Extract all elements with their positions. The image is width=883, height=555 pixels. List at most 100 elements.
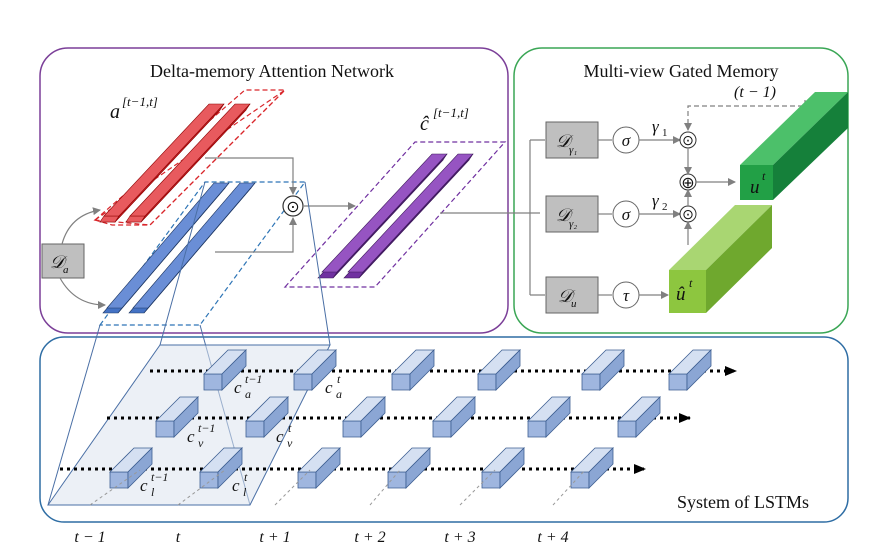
timestep-label-2: t + 1: [259, 529, 290, 546]
svg-text:γ: γ: [652, 191, 660, 210]
cell-label-a-curr: c t a: [325, 372, 342, 401]
timestep-labels: t − 1 t t + 1 t + 2 t + 3 t + 4: [74, 529, 568, 546]
svg-text:t−1: t−1: [198, 421, 215, 435]
timestep-guide-2: [274, 469, 311, 506]
svg-text:𝒟: 𝒟: [556, 131, 574, 151]
svg-text:𝒟: 𝒟: [50, 252, 68, 272]
svg-text:t: t: [288, 421, 292, 435]
feedback-label: (t − 1): [734, 84, 776, 101]
time-flow-arrows: [60, 366, 737, 474]
svg-text:t: t: [244, 470, 248, 484]
lstm-cell-visual-1: [245, 396, 289, 438]
gate1-product-symbol: ⊙: [682, 134, 694, 149]
svg-text:a: a: [110, 101, 120, 123]
svg-text:𝒟: 𝒟: [558, 286, 576, 306]
lstm-cell-language-2: [297, 447, 341, 489]
gated-panel-title: Multi-view Gated Memory: [584, 61, 779, 81]
svg-text:t: t: [762, 169, 766, 183]
sum-symbol: ⊕: [681, 175, 694, 192]
lstm-cell-acoustic-5: [668, 349, 712, 391]
gate2-product-symbol: ⊙: [682, 208, 694, 223]
lstm-cell-acoustic-0: [203, 349, 247, 391]
timestep-label-0: t − 1: [74, 529, 105, 546]
cell-label-a-prev: c t−1 a: [234, 372, 262, 401]
da-to-red-arrow: [61, 207, 101, 245]
timestep-label-3: t + 2: [354, 529, 385, 546]
lstm-cell-visual-2: [342, 396, 386, 438]
blue-to-product-line: [215, 217, 297, 253]
timestep-guide-0: [89, 469, 141, 506]
attention-panel: [39, 47, 509, 334]
timestep-label-1: t: [176, 529, 181, 546]
d-gamma1-label: 𝒟 γ₁: [556, 131, 577, 156]
cell-label-v-prev: c t−1 v: [187, 421, 215, 450]
svg-text:𝒟: 𝒟: [556, 205, 574, 225]
svg-text:c: c: [325, 378, 333, 397]
timestep-guide-5: [552, 469, 586, 506]
lstm-cell-language-0: [109, 447, 153, 489]
svg-text:γ: γ: [652, 117, 660, 136]
timestep-guide-3: [369, 469, 401, 506]
lstm-cell-acoustic-3: [477, 349, 521, 391]
svg-text:t: t: [337, 372, 341, 386]
d-u-label: 𝒟 u: [558, 286, 577, 310]
gamma1-label: γ 1: [652, 117, 668, 139]
cell-label-v-curr: c t v: [276, 421, 293, 450]
lstm-cell-visual-3: [432, 396, 476, 438]
lstm-cell-language-5: [570, 447, 614, 489]
d-gamma1-box: [545, 121, 599, 159]
timestep-guide-1: [177, 469, 226, 506]
timestep-guides: [89, 469, 586, 506]
lstm-cell-visual-4: [527, 396, 571, 438]
attention-panel-title: Delta-memory Attention Network: [150, 61, 394, 81]
red-tensor-label: a [t−1,t]: [110, 94, 158, 123]
gated-memory-panel: [513, 47, 849, 334]
svg-text:γ₁: γ₁: [569, 144, 577, 156]
svg-text:l: l: [243, 485, 247, 499]
sigma1-label: σ: [622, 131, 631, 150]
sigma2-label: σ: [622, 205, 631, 224]
lstm-cell-visual-0: [155, 396, 199, 438]
attention-product-symbol: ⊙: [286, 199, 299, 216]
svg-text:û: û: [676, 284, 686, 305]
da-to-blue-arrow: [59, 277, 106, 309]
svg-text:t−1: t−1: [245, 372, 262, 386]
timestep-label-4: t + 3: [444, 529, 475, 546]
u-label: u t: [750, 169, 766, 198]
svg-text:u: u: [750, 177, 760, 198]
u-memory-block: [740, 92, 848, 200]
d-gamma2-box: [545, 195, 599, 233]
red-attention-tensor: [93, 89, 287, 226]
svg-text:a: a: [245, 387, 251, 401]
lstm-cells: [109, 349, 712, 489]
lstm-cell-language-4: [481, 447, 525, 489]
svg-text:c: c: [187, 427, 195, 446]
da-box: [41, 243, 85, 279]
svg-text:t: t: [689, 276, 693, 290]
svg-text:c: c: [140, 476, 148, 495]
svg-text:ĉ: ĉ: [420, 113, 430, 135]
lstm-cell-language-3: [387, 447, 431, 489]
svg-text:a: a: [336, 387, 342, 401]
purple-output-tensor: [283, 141, 507, 288]
attention-product-circle: [282, 195, 304, 217]
uhat-label: û t: [676, 276, 693, 305]
lstm-panel-title: System of LSTMs: [677, 492, 809, 512]
svg-text:c: c: [232, 476, 240, 495]
svg-text:[t−1,t]: [t−1,t]: [122, 94, 158, 109]
svg-text:l: l: [151, 485, 155, 499]
d-u-box: [545, 276, 599, 314]
uhat-memory-block: [669, 205, 772, 313]
red-to-product-line: [205, 157, 297, 195]
svg-text:v: v: [198, 436, 204, 450]
lstm-cell-visual-5: [617, 396, 661, 438]
svg-text:c: c: [276, 427, 284, 446]
purple-tensor-label: ĉ [t−1,t]: [420, 105, 469, 135]
svg-text:2: 2: [662, 201, 668, 213]
lstm-cell-acoustic-1: [293, 349, 337, 391]
timestep-guide-4: [459, 469, 496, 506]
svg-text:t−1: t−1: [151, 470, 168, 484]
d-gamma2-label: 𝒟 γ₂: [556, 205, 577, 230]
svg-text:v: v: [287, 436, 293, 450]
timestep-label-5: t + 4: [537, 529, 568, 546]
